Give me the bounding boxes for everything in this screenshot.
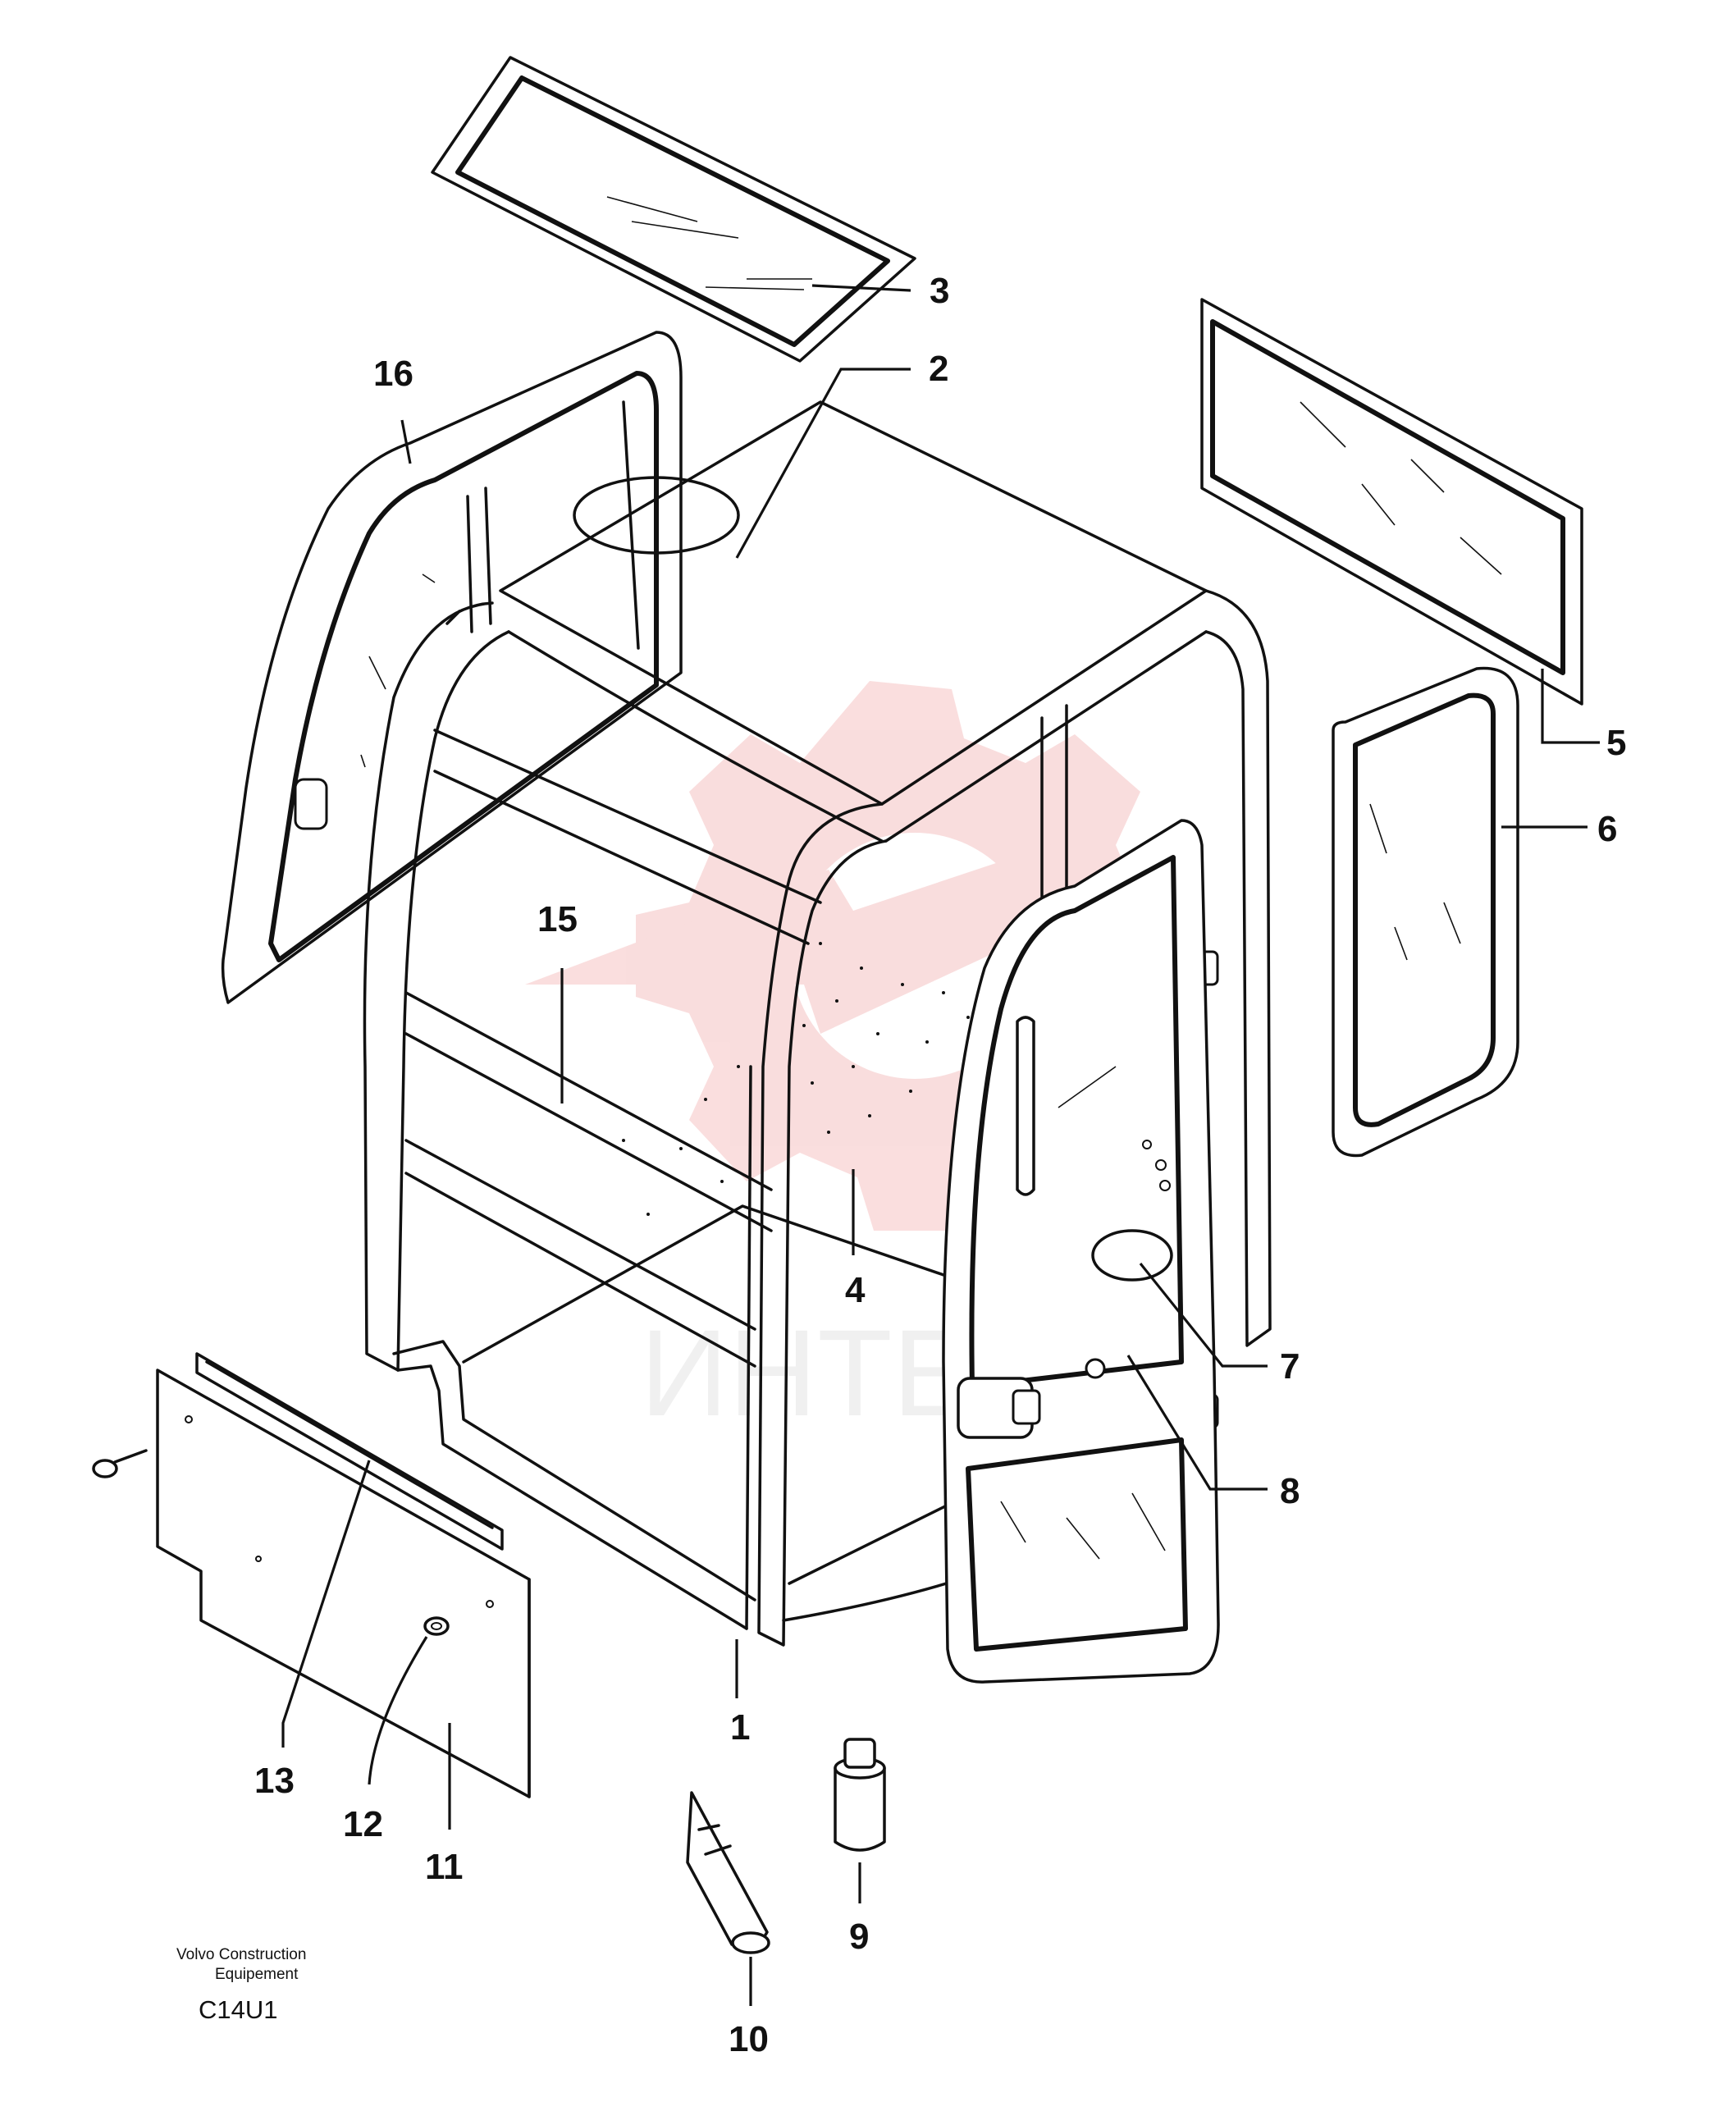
part-number-2: 2 [929,349,948,389]
leader-5 [1541,669,1600,744]
maker-line-2: Equipement [215,1966,299,1983]
leader-3 [811,284,911,292]
leader-12 [368,1636,428,1785]
part-number-6: 6 [1597,809,1617,849]
maker-line-1: Volvo Construction [176,1946,306,1963]
part-number-12: 12 [343,1804,383,1844]
leader-7 [1139,1263,1268,1368]
leader-16 [400,419,412,464]
part-number-13: 13 [254,1761,295,1801]
part-number-4: 4 [845,1270,866,1310]
part-number-5: 5 [1606,723,1626,763]
part-number-7: 7 [1280,1346,1300,1387]
door [942,819,1220,1684]
bolt [92,1449,148,1478]
part-number-10: 10 [729,2019,769,2059]
watermark-logo: ИНТЕХ [525,681,1194,1442]
leader-8 [1126,1355,1268,1491]
plug [686,1791,770,1954]
figure-code: C14U1 [199,1995,278,2024]
watermark-arrow-shape [525,829,1173,1034]
right-side-window [1332,666,1519,1158]
part-number-8: 8 [1280,1471,1300,1511]
part-number-15: 15 [537,899,578,939]
part-number-16: 16 [373,354,413,394]
leader-13 [281,1460,371,1748]
cab-frame [363,400,1272,1647]
part-number-11: 11 [425,1847,464,1887]
floor-speckle-texture [622,942,986,1216]
part-labels: 1 2 3 4 5 6 7 8 9 10 11 12 13 15 16 [254,271,1626,2059]
rear-window [1200,298,1583,706]
leader-lines [281,284,1600,2006]
roof-window [431,56,916,363]
rubber-buffer [834,1738,886,1852]
footer: Volvo Construction Equipement C14U1 [176,1946,306,2024]
seal-strip [195,1352,504,1551]
part-number-9: 9 [849,1917,869,1957]
lower-side-panel [156,1368,531,1798]
part-number-1: 1 [730,1707,750,1748]
grommet [423,1616,450,1636]
leader-2 [735,368,911,559]
left-side-window [221,331,683,1004]
part-number-3: 3 [930,271,949,311]
